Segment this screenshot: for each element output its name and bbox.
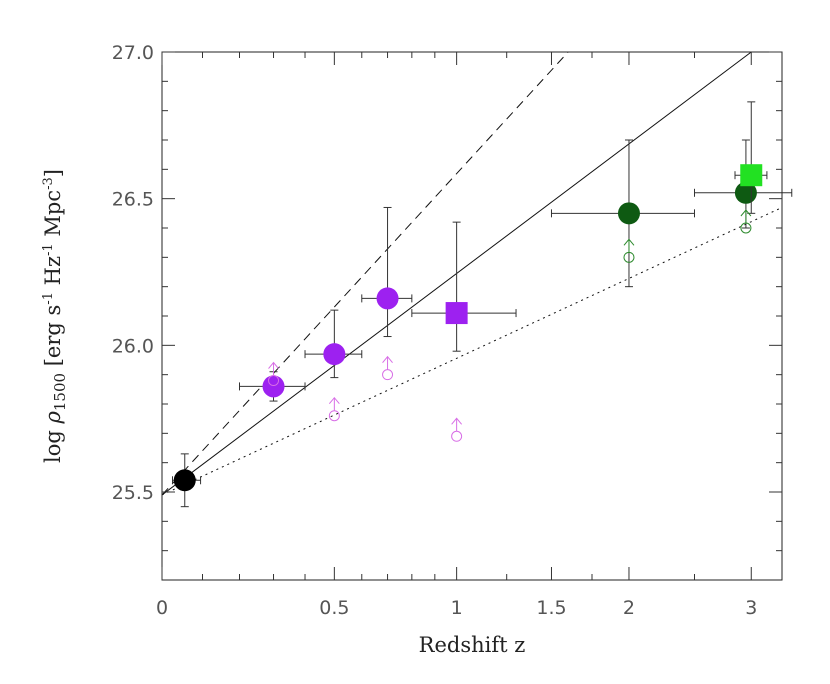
lower-limit-arrow-head [451,417,463,425]
plot-frame [161,51,783,581]
y-tick-label: 26.5 [112,189,154,211]
data-circle [262,375,285,398]
model-lines [161,51,783,496]
lower-limit-circle [328,410,340,422]
x-tick-label: 0 [156,597,168,619]
axis-ticks: 0 0.5 1 1.5 2 3 25.5 26.0 26.5 27.0 [112,42,782,619]
y-tick-label: 27.0 [112,42,154,64]
y-axis-label: log ρ1500 [erg s-1 Hz-1 Mpc-3] [41,169,69,463]
data-circle [323,343,346,366]
y-tick-label: 26.0 [112,335,154,357]
y-label-units-open: [erg s [41,305,65,373]
data-circle [617,202,640,225]
lower-limit-arrow-head [268,361,279,369]
lower-limit-circle [623,251,635,263]
data-circle [173,469,196,492]
data-square [445,302,468,325]
y-label-rho: ρ [41,410,65,424]
x-tick-label: 3 [745,597,757,619]
model-line-dashed [161,51,569,496]
x-axis-label: Redshift z [419,633,526,657]
y-label-exp2: -1 [41,243,56,256]
x-tick-label: 1.5 [536,597,566,619]
data-points [171,101,793,508]
lower-limit-circle [451,430,463,442]
lower-limit-arrow-head [328,396,340,405]
lower-limit-arrow-head [740,209,752,217]
x-tick-label: 2 [623,597,635,619]
x-tick-label: 0.5 [319,597,349,619]
y-tick-label: 25.5 [112,482,154,504]
data-circle [376,287,399,310]
y-label-units-mid1: Hz [41,256,65,292]
model-line-dotted [161,207,783,496]
y-label-rho-sub: 1500 [51,373,69,411]
y-label-units-mid2: Mpc [41,190,65,243]
y-label-prefix: log [41,423,65,462]
lower-limit-arrow-head [623,238,635,246]
x-tick-label: 1 [451,597,463,619]
y-label-exp3: -3 [41,177,56,190]
lower-limit-arrow-head [382,355,393,363]
data-square [740,164,763,187]
lower-limit-circle [382,369,394,381]
y-label-exp1: -1 [41,292,56,305]
y-label-units-close: ] [41,169,65,177]
